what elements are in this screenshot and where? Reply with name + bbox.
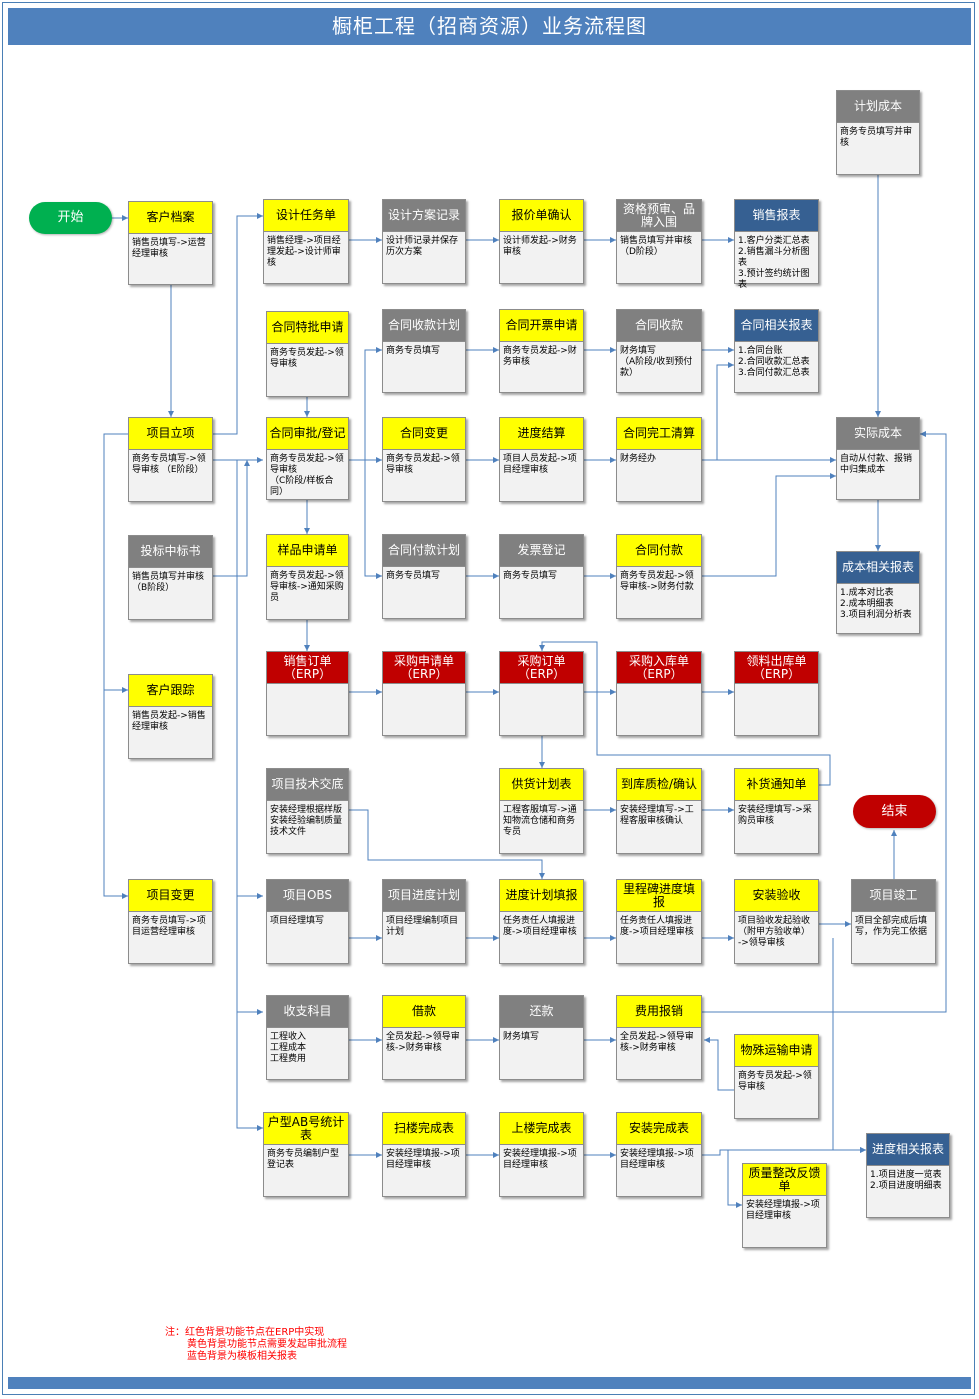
- node-arrival-check[interactable]: 到库质检/确认安装经理填写->工程客服审核确认: [616, 768, 702, 854]
- bottom-banner: [8, 1377, 971, 1389]
- end-terminal: 结束: [853, 795, 936, 828]
- node-purchase-apply[interactable]: 采购申请单 （ERP）: [382, 651, 466, 736]
- page-title: 橱柜工程（招商资源）业务流程图: [8, 8, 971, 45]
- node-customer-file[interactable]: 客户档案销售员填写->运营经理审核: [128, 201, 213, 285]
- node-contract-approve[interactable]: 合同审批/登记商务专员发起->领导审核 （C阶段/样板合同）: [266, 417, 349, 500]
- node-project-setup[interactable]: 项目立项商务专员填写->领导审核 （E阶段）: [128, 417, 213, 502]
- node-actual-cost[interactable]: 实际成本自动从付款、报销中归集成本: [836, 417, 920, 500]
- node-purchase-in[interactable]: 采购入库单 （ERP）: [616, 651, 702, 736]
- node-income-subject[interactable]: 收支科目工程收入 工程成本 工程费用: [266, 995, 349, 1080]
- node-expense[interactable]: 费用报销全员发起->领导审核->财务审核: [616, 995, 702, 1080]
- node-sales-order[interactable]: 销售订单 （ERP）: [266, 651, 349, 736]
- start-terminal: 开始: [29, 202, 112, 234]
- node-project-change[interactable]: 项目变更商务专员填写->项目运营经理审核: [128, 879, 213, 964]
- node-quote-confirm[interactable]: 报价单确认设计师发起->财务审核: [499, 199, 584, 284]
- node-milestone-fill[interactable]: 里程碑进度填报任务责任人填报进度->项目经理审核: [616, 879, 702, 964]
- node-contract-pay[interactable]: 合同付款商务专员发起->领导审核->财务付款: [616, 534, 702, 619]
- node-progress-plan[interactable]: 项目进度计划项目经理编制项目计划: [382, 879, 466, 964]
- node-purchase-order[interactable]: 采购订单 （ERP）: [499, 651, 584, 736]
- node-plan-cost[interactable]: 计划成本商务专员填写并审核: [836, 90, 920, 175]
- node-upstairs-done[interactable]: 上楼完成表安装经理填报->项目经理审核: [499, 1112, 584, 1197]
- node-supply-plan[interactable]: 供货计划表工程客服填写->通知物流仓储和商务专员: [499, 768, 584, 854]
- node-invoice-register[interactable]: 发票登记商务专员填写: [499, 534, 584, 619]
- note-line-2: 黄色背景功能节点需要发起审批流程: [187, 1339, 347, 1350]
- node-repay[interactable]: 还款财务填写: [499, 995, 584, 1080]
- node-design-record[interactable]: 设计方案记录设计师记录并保存历次方案: [382, 199, 466, 284]
- node-sweep-done[interactable]: 扫楼完成表安装经理填报->项目经理审核: [382, 1112, 466, 1197]
- node-contract-collect[interactable]: 合同收款财务填写 （A阶段/收到预付款）: [616, 309, 702, 393]
- note-line-3: 蓝色背景为模板相关报表: [187, 1351, 297, 1362]
- legend-note: 注：红色背景功能节点在ERP中实现 黄色背景功能节点需要发起审批流程 蓝色背景为…: [165, 1327, 347, 1363]
- node-install-done[interactable]: 安装完成表安装经理填报->项目经理审核: [616, 1112, 702, 1197]
- node-design-task[interactable]: 设计任务单销售经理->项目经理发起->设计师审核: [263, 199, 349, 284]
- node-unit-ab[interactable]: 户型AB号统计表商务专员编制户型登记表: [263, 1112, 349, 1197]
- node-customer-follow[interactable]: 客户跟踪销售员发起->销售经理审核: [128, 674, 213, 759]
- node-tech-disclose[interactable]: 项目技术交底安装经理根据样版安装经验编制质量技术文件: [266, 768, 349, 854]
- node-material-out[interactable]: 领料出库单 （ERP）: [734, 651, 819, 736]
- node-replenish[interactable]: 补货通知单安装经理填写->采购员审核: [734, 768, 819, 854]
- node-qualify-bid[interactable]: 资格预审、品牌入围销售员填写并审核（D阶段）: [616, 199, 702, 284]
- node-contract-collect-plan[interactable]: 合同收款计划商务专员填写: [382, 309, 466, 393]
- node-sample-apply[interactable]: 样品申请单商务专员发起->领导审核->通知采购员: [266, 534, 349, 620]
- node-contract-pay-plan[interactable]: 合同付款计划商务专员填写: [382, 534, 466, 619]
- node-install-accept[interactable]: 安装验收项目验收发起验收 （附甲方验收单） ->领导审核: [734, 879, 819, 964]
- node-contract-invoice[interactable]: 合同开票申请商务专员发起->财务审核: [499, 309, 584, 393]
- node-contract-change[interactable]: 合同变更商务专员发起->领导审核: [382, 417, 466, 502]
- node-special-transport[interactable]: 物殊运输申请商务专员发起->领导审核: [734, 1034, 819, 1119]
- node-quality-feedback[interactable]: 质量整改反馈单安装经理填报->项目经理审核: [742, 1163, 827, 1248]
- node-contract-finish[interactable]: 合同完工清算财务经办: [616, 417, 702, 502]
- node-progress-fill[interactable]: 进度计划填报任务责任人填报进度->项目经理审核: [499, 879, 584, 964]
- note-line-1: 注：红色背景功能节点在ERP中实现: [165, 1327, 325, 1338]
- node-contract-special[interactable]: 合同特批申请商务专员发起->领导审核: [266, 311, 349, 397]
- node-project-complete[interactable]: 项目竣工项目全部完成后填写，作为完工依据: [851, 879, 936, 964]
- node-borrow[interactable]: 借款全员发起->领导审核->财务审核: [382, 995, 466, 1080]
- node-progress-settle[interactable]: 进度结算项目人员发起->项目经理审核: [499, 417, 584, 502]
- node-bid-win[interactable]: 投标中标书销售员填写并审核（B阶段）: [128, 535, 213, 620]
